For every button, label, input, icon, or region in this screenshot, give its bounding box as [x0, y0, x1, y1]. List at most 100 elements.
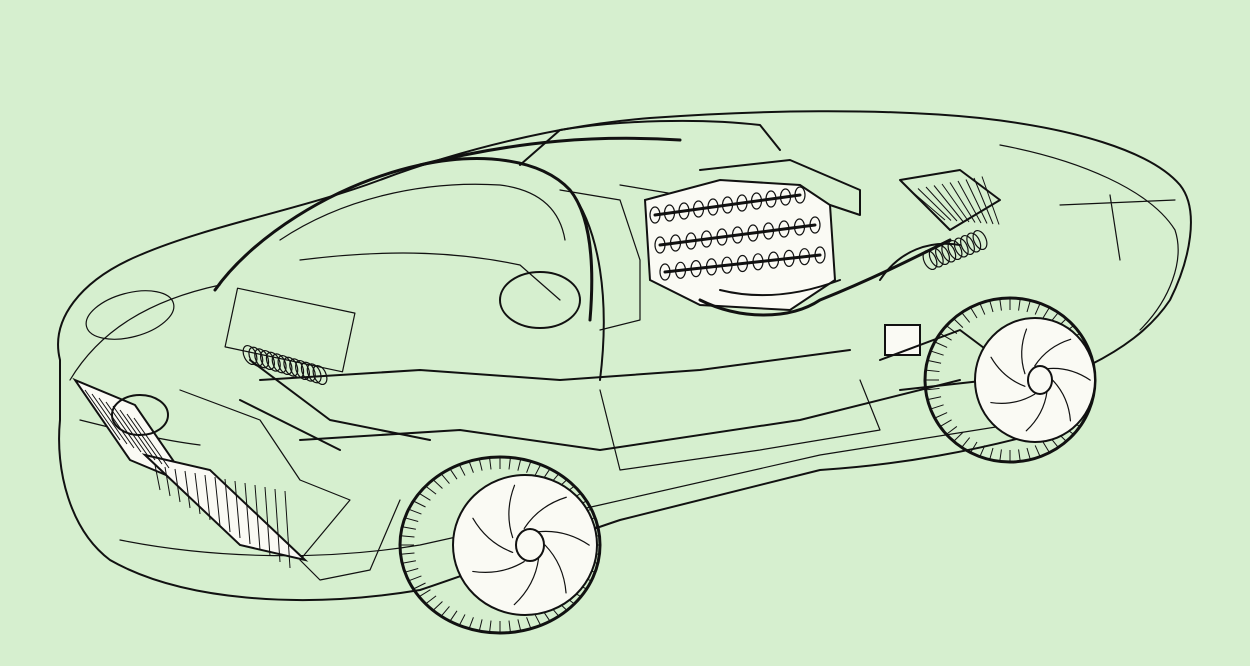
tread-groove — [1026, 300, 1031, 313]
engine-block — [643, 178, 837, 312]
tread-groove — [418, 492, 431, 501]
rim-spoke — [523, 496, 567, 530]
tread-groove — [402, 560, 416, 564]
cam-rib — [659, 263, 671, 281]
radiator-fin — [234, 480, 241, 539]
front-rim-spokes — [472, 484, 590, 606]
tread-groove — [961, 312, 971, 323]
cam-rib — [798, 248, 811, 266]
rear-window-frame — [519, 119, 781, 166]
spring-coil — [960, 234, 975, 256]
tread-groove — [489, 620, 492, 633]
tread-groove — [404, 517, 419, 522]
cam-rib — [678, 202, 690, 220]
cooling-fan — [111, 394, 169, 436]
a-pillar — [569, 189, 605, 381]
tread-groove — [508, 457, 511, 470]
spring-coil — [966, 232, 982, 253]
rim-spoke — [1051, 379, 1072, 422]
tread-groove — [934, 341, 948, 348]
radiator-fins — [84, 389, 291, 569]
tread-groove — [1042, 441, 1050, 453]
cam-rib — [814, 246, 826, 264]
tread-groove — [425, 485, 437, 495]
radiator-fin — [154, 464, 161, 491]
tread-groove — [927, 359, 942, 364]
front-lamp — [85, 290, 175, 340]
radiator-fin — [254, 484, 261, 551]
cam-rib — [778, 220, 790, 238]
tread-groove — [989, 300, 994, 313]
tread-groove — [400, 535, 415, 538]
body-shell — [57, 110, 1192, 601]
rim-spoke — [472, 560, 525, 573]
tread-groove — [478, 619, 483, 632]
tread-groove — [930, 350, 944, 356]
grille-slat — [933, 185, 964, 222]
tread-groove — [508, 620, 511, 633]
cam-rib — [731, 226, 744, 244]
radiator-fin — [126, 413, 163, 465]
tread-groove — [1018, 298, 1021, 311]
intake-hose — [879, 242, 961, 281]
steering-wheel — [499, 271, 581, 329]
cam-rib — [794, 186, 806, 204]
tread-groove — [458, 614, 466, 626]
grille-slat — [981, 176, 1000, 225]
radiator-fin — [91, 393, 128, 445]
rim-spoke — [508, 484, 516, 539]
tread-groove — [979, 445, 986, 457]
windshield-frame — [213, 157, 594, 322]
tread-groove — [489, 457, 492, 470]
tread-groove — [1042, 307, 1050, 319]
cam-rib — [762, 222, 775, 240]
camshaft-covers — [649, 186, 826, 281]
rear-coil-spring — [922, 229, 988, 271]
cam-rib — [809, 216, 821, 234]
spring-coil — [941, 242, 957, 263]
tread-groove — [1026, 447, 1031, 460]
grille-slat — [973, 177, 994, 225]
tread-groove — [925, 369, 940, 373]
tread-groove — [946, 325, 958, 334]
battery — [884, 324, 921, 356]
cam-rib — [736, 254, 749, 273]
tread-groove — [432, 479, 443, 489]
tread-groove — [934, 412, 948, 419]
spring-coil — [928, 247, 944, 268]
radiator-fin — [204, 474, 211, 521]
tread-groove — [526, 617, 532, 629]
radiator-fin — [274, 488, 281, 563]
radiator-fin — [98, 397, 135, 449]
tread-groove — [404, 568, 419, 573]
rear-rim-spokes — [990, 328, 1091, 432]
spring-coil — [947, 239, 963, 261]
rim-spoke — [990, 393, 1036, 404]
canopy-inner-line — [279, 183, 566, 241]
tread-groove — [1034, 303, 1041, 315]
exhaust-pipe — [698, 238, 952, 317]
rim-spoke — [513, 557, 540, 606]
cam-rib — [692, 200, 705, 218]
front-hub — [515, 528, 545, 562]
tread-groove — [468, 617, 474, 629]
rear-wheel — [923, 296, 1097, 464]
front-coil-spring — [242, 344, 328, 386]
tread-groove — [939, 419, 952, 428]
grille-slat — [909, 189, 946, 221]
tread-groove — [458, 464, 466, 476]
cam-rib — [690, 260, 702, 278]
grille-slat — [941, 183, 970, 223]
rear-deck-line — [999, 144, 1179, 331]
tread-groove — [1034, 445, 1041, 457]
cam-rib — [767, 251, 780, 269]
tread-groove — [999, 449, 1002, 462]
engine-top-cover — [699, 159, 861, 216]
radiator-fin — [174, 468, 181, 503]
tread-groove — [970, 307, 978, 319]
front-suspension-arm — [239, 359, 431, 451]
tread-groove — [478, 458, 483, 471]
tread-groove — [1018, 449, 1021, 462]
